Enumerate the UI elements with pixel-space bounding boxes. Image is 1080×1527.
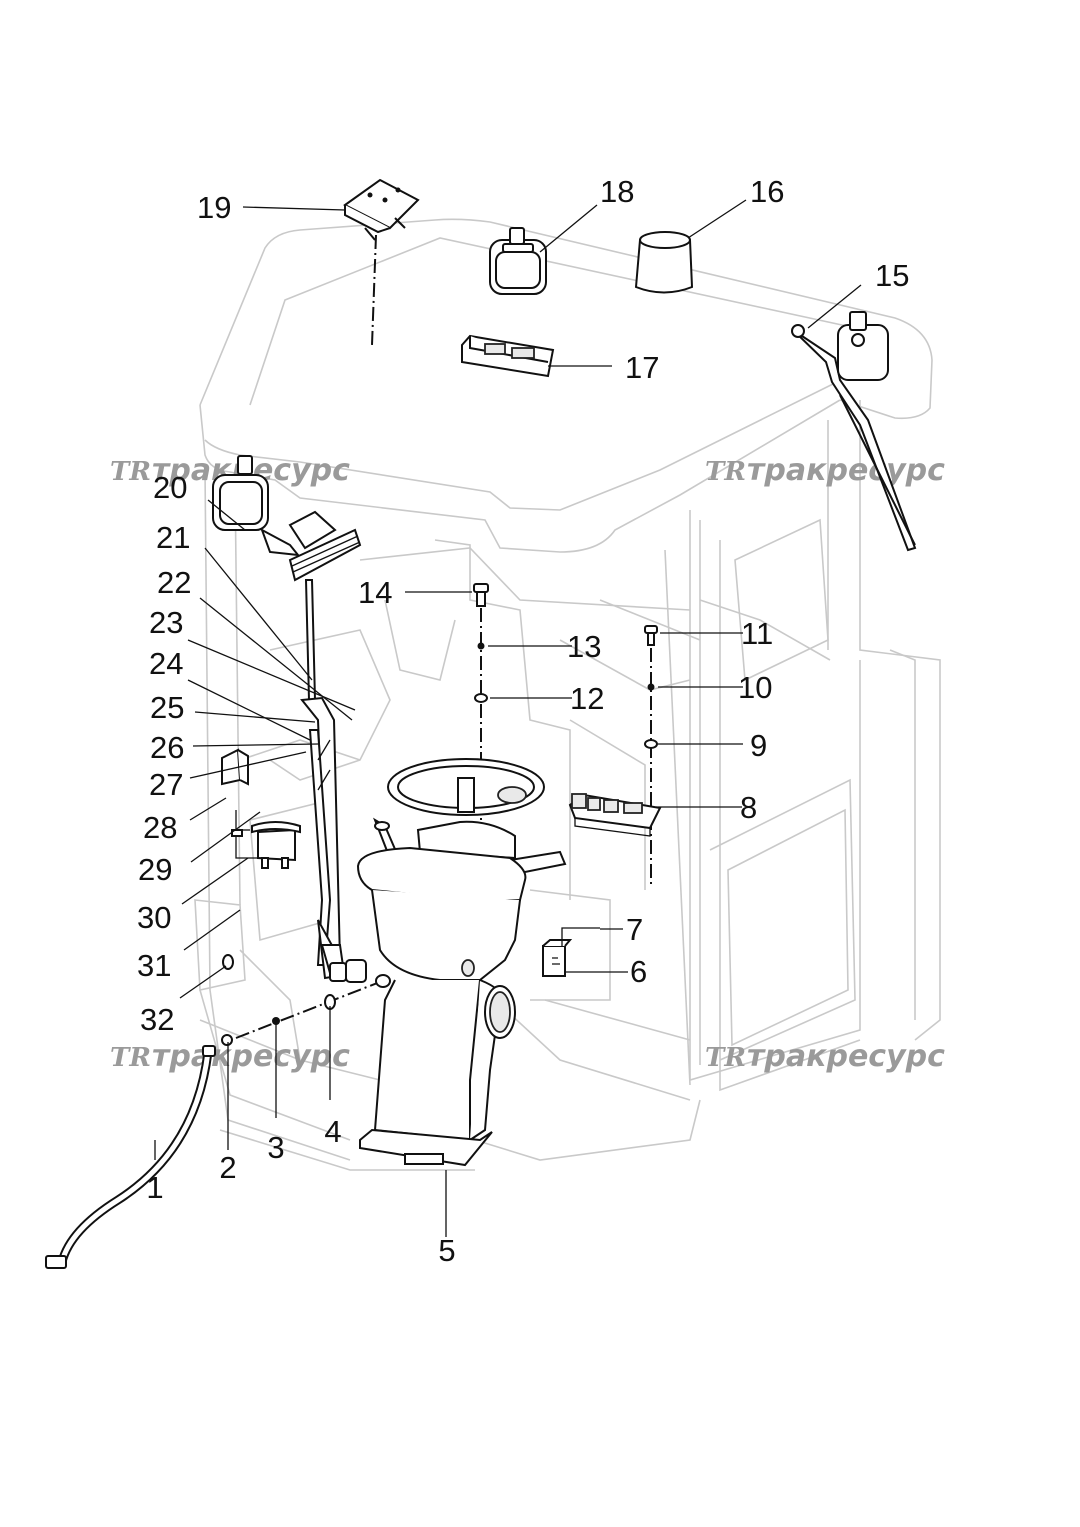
- part-28-29-washer-reservoir: [221, 748, 301, 869]
- part-18-roof-work-lamp: [489, 227, 547, 295]
- part-21-rear-wiper-arm: [300, 579, 367, 983]
- leader-lines: [154, 199, 862, 1237]
- part-12-washer: [474, 693, 488, 703]
- part-1-washer-hose: [45, 1045, 216, 1269]
- part-6-relay: [542, 939, 573, 977]
- callout-16: 16: [750, 174, 784, 209]
- callout-25: 25: [150, 690, 184, 725]
- callout-17: 17: [625, 350, 659, 385]
- callout-8: 8: [740, 790, 757, 825]
- callout-6: 6: [630, 954, 647, 989]
- part-17-ceiling-light: [461, 334, 555, 378]
- steering-column: [356, 758, 567, 1167]
- callout-22: 22: [157, 565, 191, 600]
- part-11-bolt: [644, 625, 658, 646]
- part-15-front-wiper: [791, 311, 917, 552]
- watermark-logo: TR: [705, 1043, 746, 1073]
- callout-28: 28: [143, 810, 177, 845]
- part-14-bolt: [473, 583, 489, 607]
- wiper-pivot-grommet: [375, 974, 391, 988]
- callout-9: 9: [750, 728, 767, 763]
- watermark-text: тракресурс: [747, 453, 945, 488]
- callout-1: 1: [146, 1170, 163, 1205]
- part-16-beacon: [634, 231, 694, 294]
- callout-7: 7: [626, 912, 643, 947]
- part-3-nut: [272, 1017, 280, 1025]
- callout-26: 26: [150, 730, 184, 765]
- callout-21: 21: [156, 520, 190, 555]
- callout-32: 32: [140, 1002, 174, 1037]
- watermark-bottom-left: TR тракресурс: [110, 1039, 350, 1074]
- callout-15: 15: [875, 258, 909, 293]
- part-20-left-lamp-and-fan: [212, 455, 362, 582]
- callout-13: 13: [567, 629, 601, 664]
- part-10-nut: [647, 683, 655, 691]
- callout-2: 2: [219, 1150, 236, 1185]
- callout-10: 10: [738, 670, 772, 705]
- watermark-text: тракресурс: [152, 1039, 350, 1074]
- part-8-control-board: [568, 793, 662, 837]
- part-19-roof-module: [343, 178, 420, 346]
- part-7-bracket: [561, 927, 600, 946]
- callout-18: 18: [600, 174, 634, 209]
- callout-12: 12: [570, 681, 604, 716]
- callout-27: 27: [149, 767, 183, 802]
- callout-30: 30: [137, 900, 171, 935]
- cab-outline: [194, 218, 941, 1171]
- watermark-logo: TR: [110, 457, 151, 487]
- callout-23: 23: [149, 605, 183, 640]
- callout-20: 20: [153, 470, 187, 505]
- callout-29: 29: [138, 852, 172, 887]
- callout-14: 14: [358, 575, 392, 610]
- callout-5: 5: [438, 1233, 455, 1268]
- callout-11: 11: [741, 616, 773, 651]
- watermark-top-right: TR тракресурс: [705, 453, 945, 488]
- callout-labels: 1 2 3 4 5 6 7 8 9 10 11 12 13 14 15 16 1…: [137, 174, 909, 1268]
- watermark-text: тракресурс: [747, 1039, 945, 1074]
- callout-3: 3: [267, 1130, 284, 1165]
- callout-4: 4: [324, 1114, 341, 1149]
- callout-31: 31: [137, 948, 171, 983]
- part-32-grommet: [222, 954, 234, 970]
- part-2-nozzle: [221, 1034, 233, 1046]
- part-13-nut: [477, 642, 485, 650]
- assembly-axis-washer-hose: [235, 979, 386, 1039]
- part-9-washer: [644, 739, 658, 749]
- callout-24: 24: [149, 646, 183, 681]
- watermark-logo: TR: [705, 457, 746, 487]
- watermark-bottom-right: TR тракресурс: [705, 1039, 945, 1074]
- watermark-logo: TR: [110, 1043, 151, 1073]
- callout-19: 19: [197, 190, 231, 225]
